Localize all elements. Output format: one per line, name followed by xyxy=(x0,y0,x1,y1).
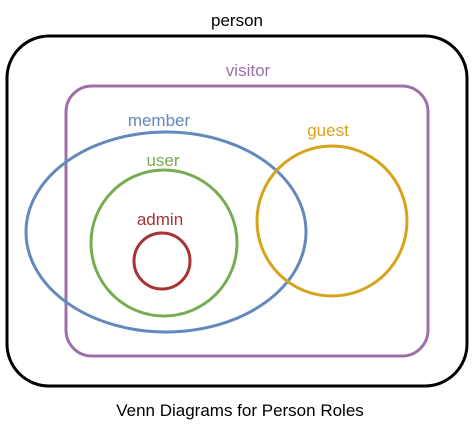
person-label: person xyxy=(211,11,263,30)
visitor-label: visitor xyxy=(226,61,271,80)
member-set-boundary xyxy=(24,130,308,334)
person-set-boundary xyxy=(5,34,469,388)
visitor-set-boundary xyxy=(64,84,430,358)
guest-label: guest xyxy=(307,121,349,140)
user-set-boundary xyxy=(89,168,239,318)
guest-set-boundary xyxy=(255,144,409,298)
diagram-caption: Venn Diagrams for Person Roles xyxy=(116,401,364,420)
admin-label: admin xyxy=(137,210,183,229)
admin-set-boundary xyxy=(132,231,192,291)
user-label: user xyxy=(146,151,179,170)
member-label: member xyxy=(128,111,191,130)
